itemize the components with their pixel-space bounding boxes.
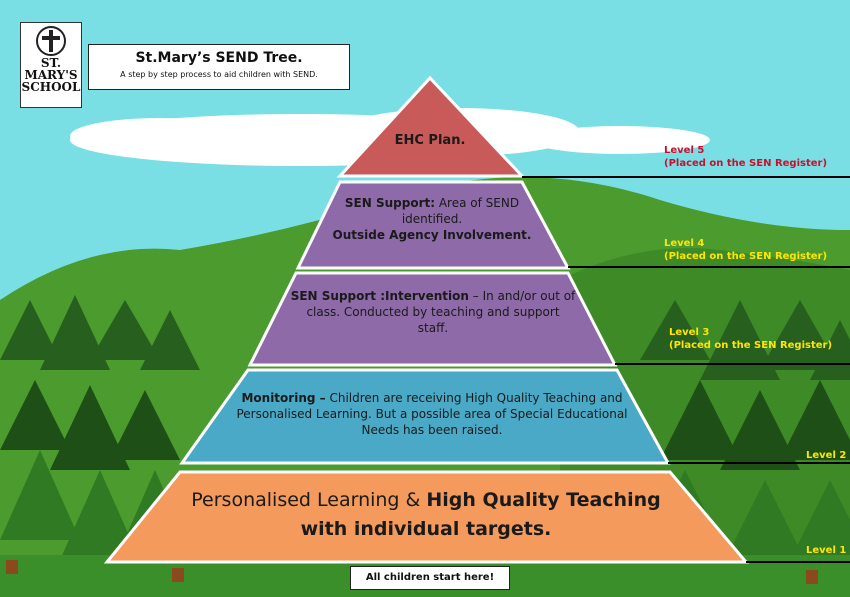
page-title: St.Mary’s SEND Tree. [135, 50, 303, 66]
level-lines [522, 176, 850, 563]
tier-level-3-body: – In and/or out of class. Conducted by t… [306, 289, 576, 336]
page-subtitle: A step by step process to aid children w… [120, 70, 318, 79]
level-2-name: Level 2 [806, 450, 847, 461]
level-3-note: (Placed on the SEN Register) [669, 340, 833, 351]
tier-level-2-body: Children are receiving High Quality Teac… [236, 391, 628, 438]
tier-level-4-bold: SEN Support: [344, 196, 436, 210]
level-2-label: Level 2 [806, 449, 846, 462]
tier-level-3-text: SEN Support :Intervention – In and/or ou… [290, 288, 576, 337]
tree-trunk [6, 560, 18, 574]
tier-level-4-bold-2: Outside Agency Involvement. [332, 228, 532, 243]
level-4-label: Level 4 (Placed on the SEN Register) [664, 237, 827, 263]
tier-level-4-body: Area of SEND identified. [401, 196, 520, 227]
tree-trunk [172, 568, 184, 582]
tier-level-4-text: SEN Support: Area of SEND identified. Ou… [318, 195, 546, 244]
level-4-note: (Placed on the SEN Register) [664, 251, 828, 262]
tier-level-5-shape [336, 75, 526, 178]
tier-level-5-bold: EHC Plan. [394, 133, 466, 148]
school-logo: ST. MARY'S SCHOOL [20, 22, 82, 108]
level-5-name: Level 5 [664, 145, 705, 156]
level-3-label: Level 3 (Placed on the SEN Register) [669, 326, 832, 352]
crest-icon [36, 26, 66, 56]
tier-level-2-bold: Monitoring – [241, 391, 326, 405]
level-5-note: (Placed on the SEN Register) [664, 158, 828, 169]
level-1-label: Level 1 [806, 544, 846, 557]
level-1-name: Level 1 [806, 545, 847, 556]
level-5-label: Level 5 (Placed on the SEN Register) [664, 144, 827, 170]
tier-level-1-body: Personalised Learning & [191, 489, 427, 511]
logo-line-2: MARY'S [24, 68, 78, 82]
tier-level-2-text: Monitoring – Children are receiving High… [232, 390, 632, 439]
level-3-name: Level 3 [669, 327, 710, 338]
tier-level-1-bold: High Quality Teaching with individual ta… [300, 489, 661, 541]
start-label: All children start here! [350, 566, 510, 590]
tier-level-1-text: Personalised Learning & High Quality Tea… [190, 486, 662, 545]
tree-trunk [806, 570, 818, 584]
tier-level-3-bold: SEN Support :Intervention [290, 289, 469, 303]
logo-line-1: ST. [40, 56, 62, 70]
level-4-name: Level 4 [664, 238, 705, 249]
title-box: St.Mary’s SEND Tree. A step by step proc… [88, 44, 350, 90]
tier-level-5-text: EHC Plan. [360, 132, 500, 150]
logo-line-3: SCHOOL [21, 80, 81, 94]
